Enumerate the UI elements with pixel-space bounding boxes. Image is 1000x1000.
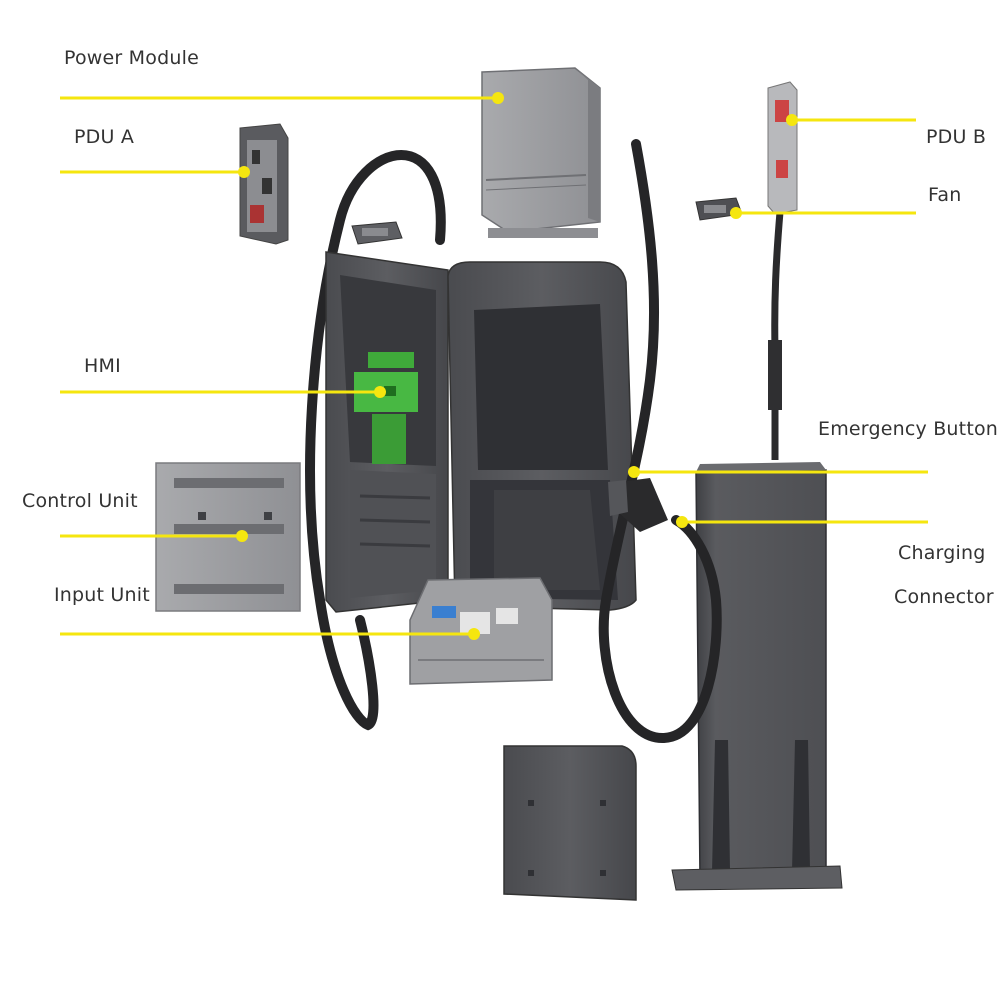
label-control-unit: Control Unit [22, 490, 138, 512]
label-pdu-b: PDU B [926, 126, 987, 148]
label-charging-connector-line1: Charging [898, 542, 986, 564]
label-hmi: HMI [84, 355, 121, 377]
lower-cover-part [503, 745, 637, 901]
leader-lines [60, 92, 928, 640]
label-power-module: Power Module [64, 47, 199, 69]
charging-connector-part [608, 478, 668, 532]
pillar-part [671, 462, 843, 891]
input-unit-part [409, 577, 553, 685]
label-input-unit: Input Unit [54, 584, 150, 606]
cabinet-door [325, 251, 449, 613]
label-charging-connector-line2: Connector [894, 586, 994, 608]
label-pdu-a: PDU A [74, 126, 135, 148]
fan-part-left [351, 221, 403, 245]
cabinet-body [447, 261, 637, 611]
label-emergency-button: Emergency Button [818, 418, 999, 440]
power-module-part [481, 67, 601, 238]
pdu-a-part [239, 123, 289, 245]
pdu-b-part [767, 81, 798, 215]
label-fan: Fan [928, 184, 962, 206]
